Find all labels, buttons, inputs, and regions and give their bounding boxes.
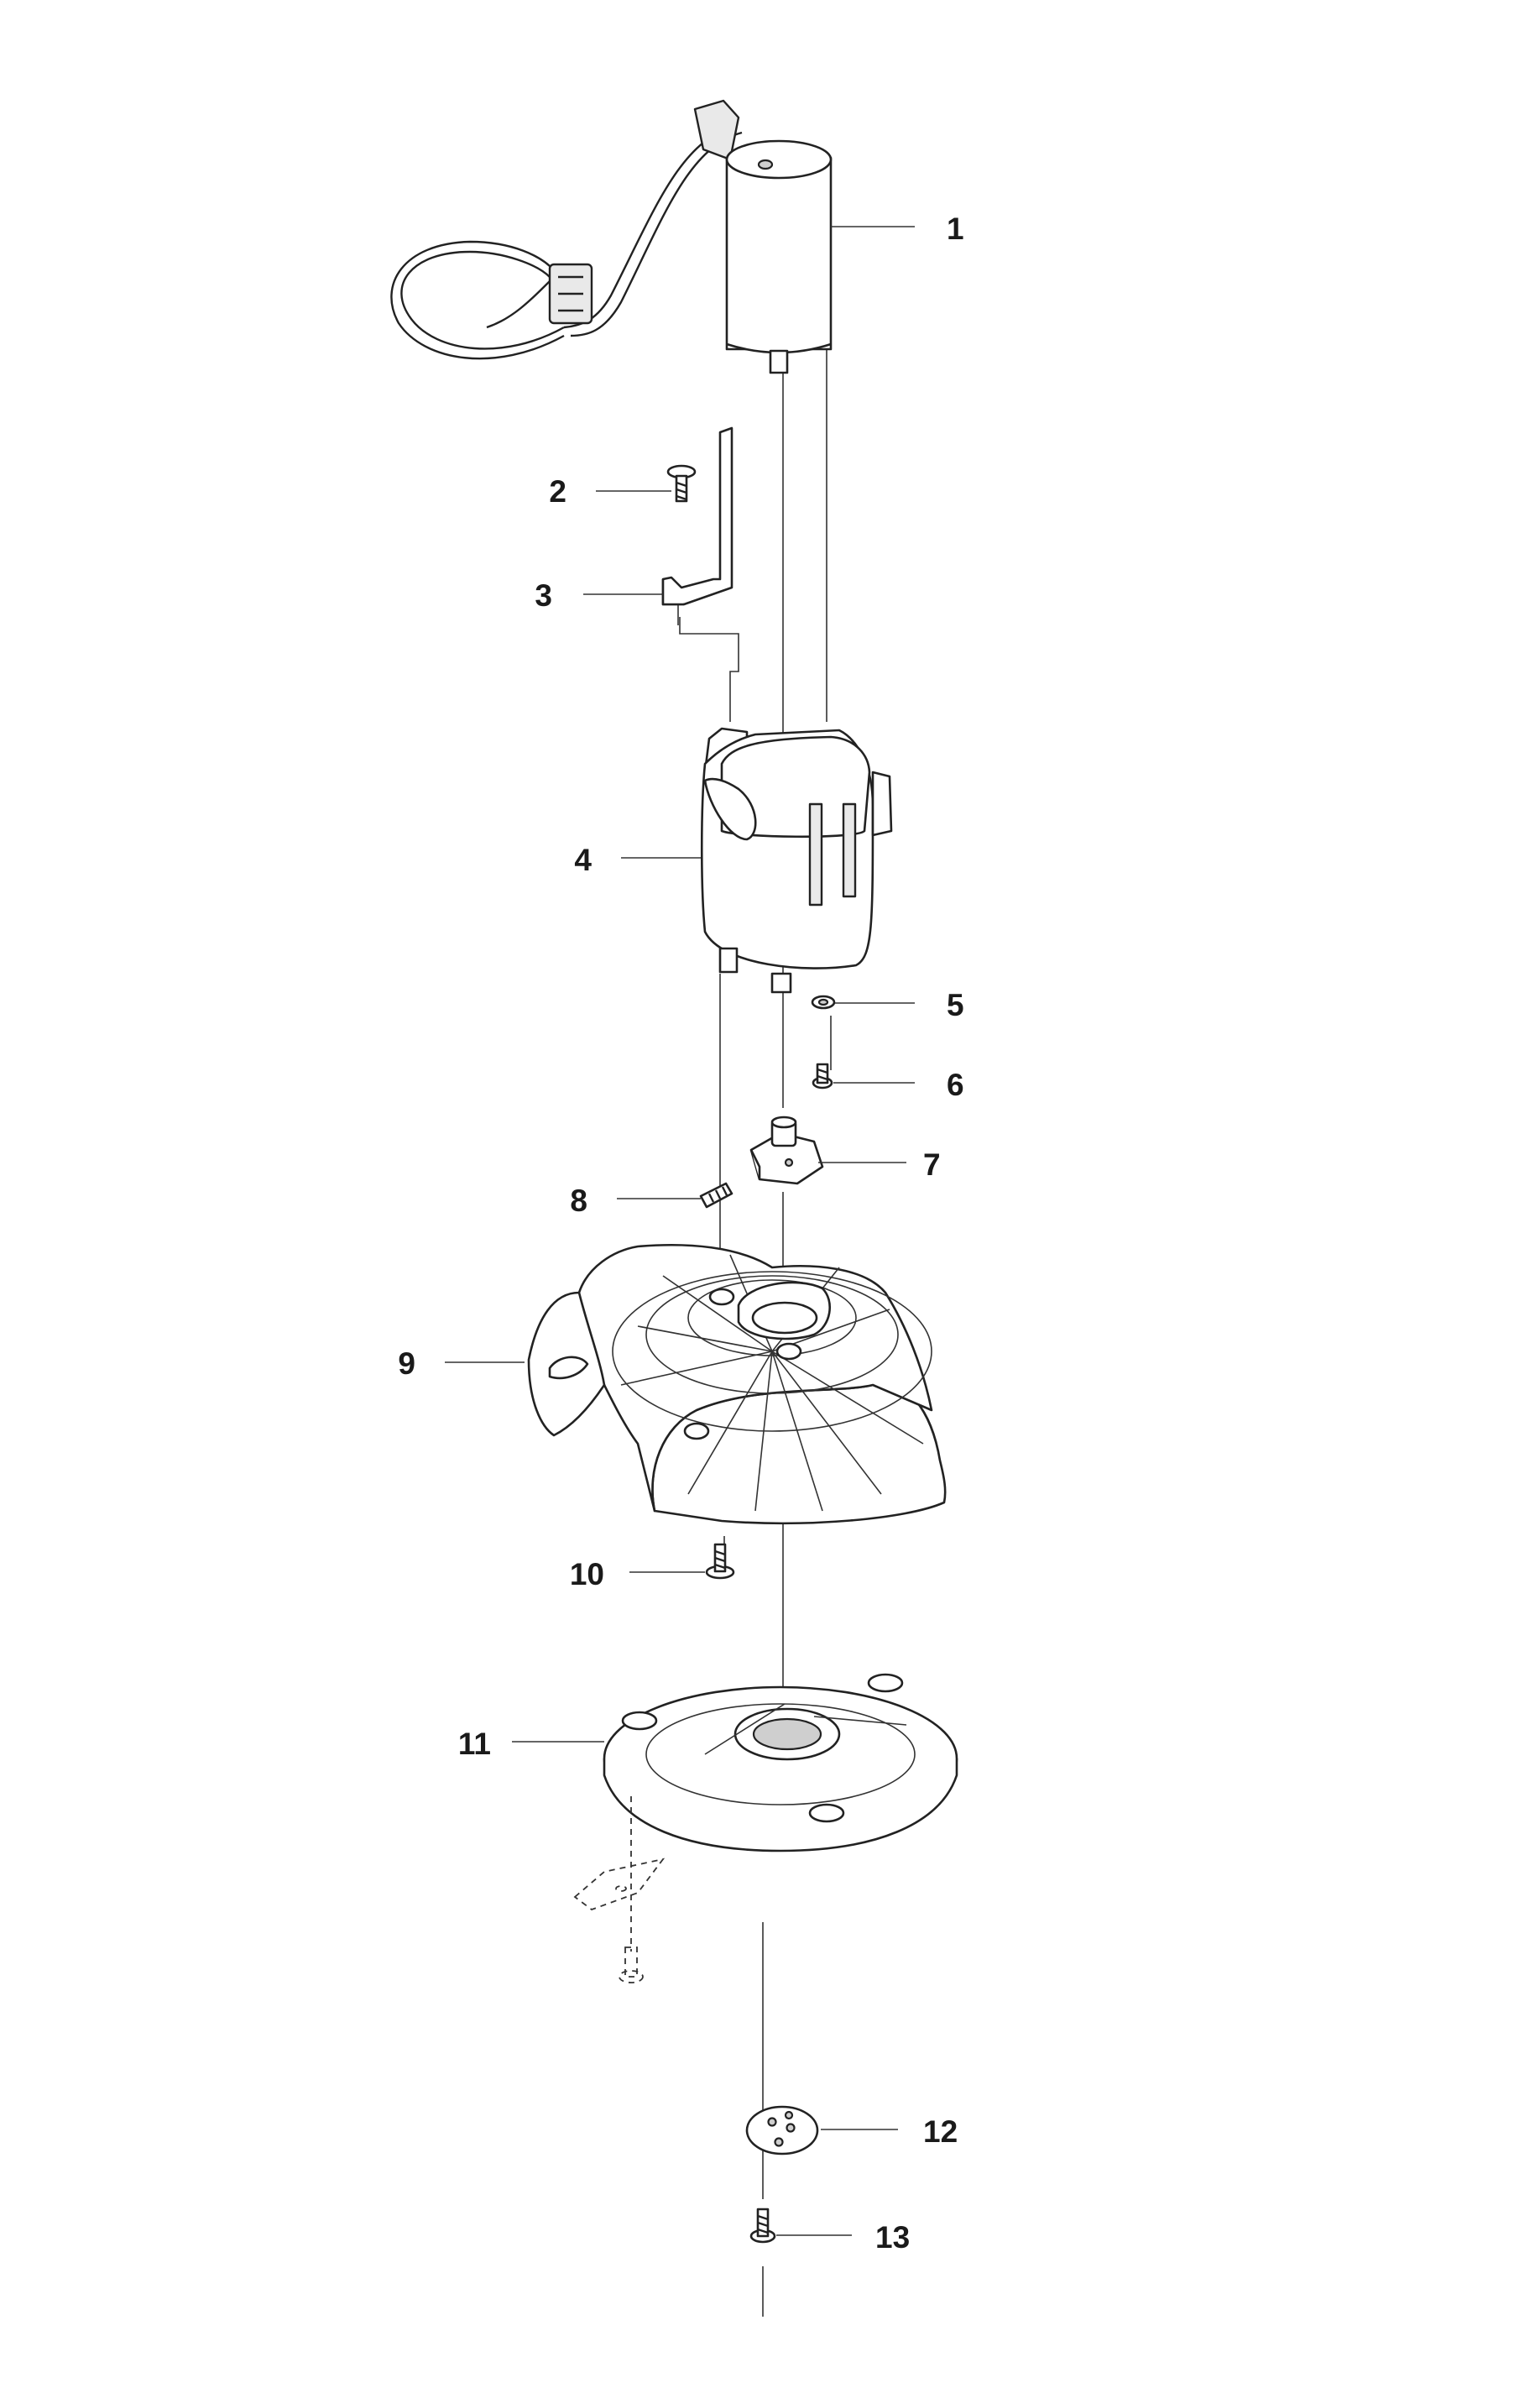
label-part-10: 10 bbox=[570, 1557, 604, 1591]
label-part-9: 9 bbox=[398, 1346, 415, 1381]
screw-10 bbox=[705, 1543, 735, 1580]
set-screw bbox=[699, 1182, 733, 1209]
label-part-1: 1 bbox=[947, 212, 964, 246]
label-part-11: 11 bbox=[458, 1727, 491, 1761]
cutting-disc bbox=[603, 1673, 958, 1852]
blade-and-screw-dashed bbox=[573, 1796, 666, 1983]
bracket bbox=[661, 426, 733, 606]
label-part-8: 8 bbox=[570, 1184, 587, 1218]
label-part-2: 2 bbox=[549, 474, 566, 509]
screw-2 bbox=[666, 464, 697, 503]
label-part-3: 3 bbox=[535, 578, 552, 613]
label-part-13: 13 bbox=[875, 2220, 910, 2255]
guard-cover bbox=[527, 1243, 947, 1525]
leader-lines bbox=[445, 226, 915, 2236]
motor bbox=[390, 99, 833, 374]
center-plate bbox=[745, 2105, 819, 2155]
motor-housing bbox=[700, 727, 893, 994]
label-part-6: 6 bbox=[947, 1068, 964, 1102]
label-part-12: 12 bbox=[923, 2114, 958, 2149]
label-part-5: 5 bbox=[947, 988, 964, 1022]
label-part-7: 7 bbox=[923, 1147, 941, 1182]
part-number-labels: 1 2 3 4 5 6 7 8 9 10 11 12 13 bbox=[398, 212, 963, 2255]
screw-6 bbox=[812, 1063, 833, 1089]
hub-adapter bbox=[749, 1116, 824, 1185]
washer bbox=[811, 995, 836, 1010]
label-part-4: 4 bbox=[574, 843, 592, 877]
screw-13 bbox=[749, 2208, 776, 2244]
